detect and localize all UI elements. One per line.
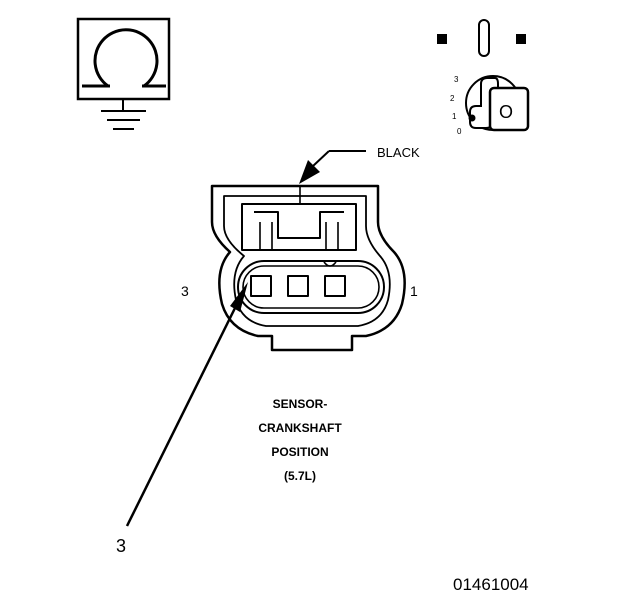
ignition-position-2: 2 [450,94,455,103]
figure-id: 01461004 [453,575,529,594]
title-line-2: CRANKSHAFT [258,421,342,435]
pin-label-right: 1 [410,283,418,299]
callout-number: 3 [116,536,126,556]
connector-color-label: BLACK [377,145,420,160]
title-line-3: POSITION [271,445,328,459]
ignition-position-3: 3 [454,75,459,84]
pin-label-left: 3 [181,283,189,299]
terminal-1 [324,275,346,297]
ohm-ground-icon [76,17,171,130]
terminal-2 [287,275,309,297]
terminal-callout-leader [125,282,248,527]
terminal-3 [250,275,272,297]
ignition-position-0: 0 [457,127,462,136]
ignition-switch-icon: 3 2 1 0 O [437,19,530,136]
title-line-4: (5.7L) [284,469,316,483]
ignition-position-1: 1 [452,112,457,121]
color-label-callout: BLACK [299,145,420,184]
crankshaft-sensor-connector [210,184,406,352]
ignition-key-label: O [499,102,513,122]
component-title: SENSOR- CRANKSHAFT POSITION (5.7L) [258,397,342,483]
title-line-1: SENSOR- [273,397,328,411]
